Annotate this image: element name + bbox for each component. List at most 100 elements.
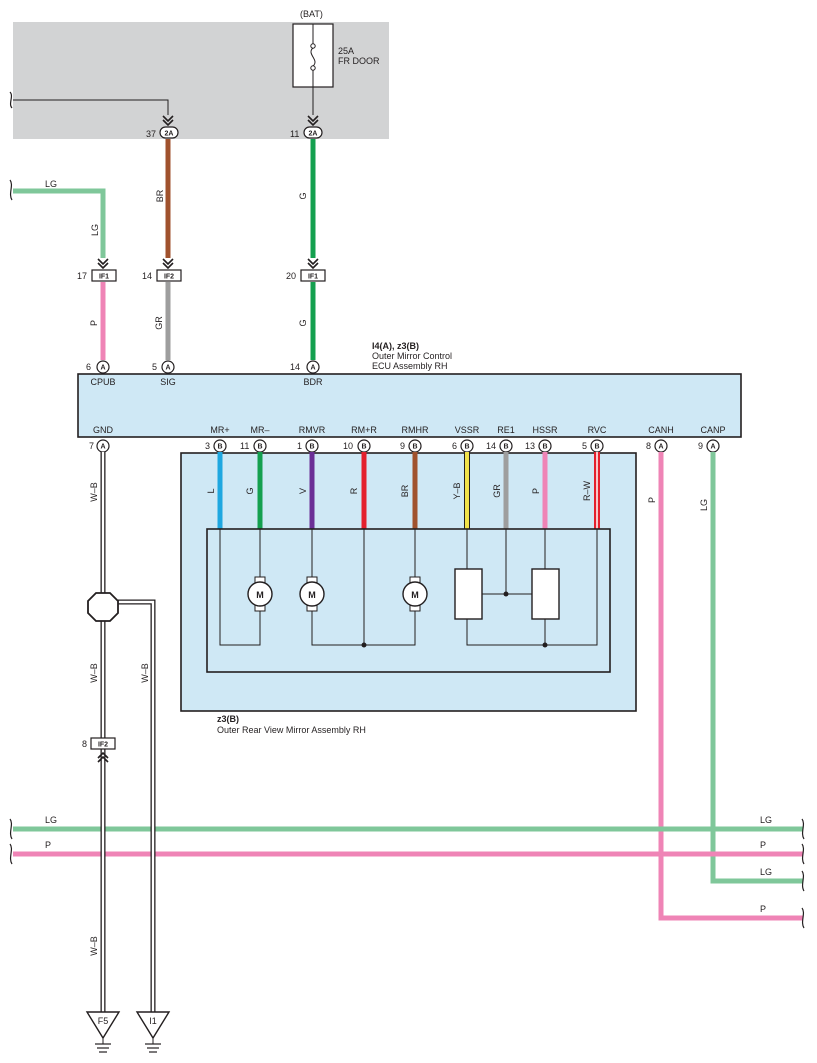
connector-id: IF2	[164, 274, 174, 281]
svg-text:BDR: BDR	[303, 377, 323, 387]
pin-conn: A	[710, 444, 715, 451]
wire-color-label: P	[760, 904, 766, 914]
fuse-icon	[310, 24, 316, 115]
svg-text:I1: I1	[149, 1016, 157, 1026]
svg-text:14: 14	[290, 362, 300, 372]
wire-canh	[658, 452, 803, 921]
pin-conn: B	[412, 444, 417, 451]
wire-lg	[13, 188, 106, 258]
arrow-chevron-icon	[307, 258, 319, 269]
motor-icon: M	[402, 576, 428, 612]
svg-text:M: M	[256, 590, 264, 600]
wire-color-label: R–W	[582, 480, 592, 501]
motor-icon: M	[247, 576, 273, 612]
svg-text:F5: F5	[98, 1016, 109, 1026]
wire-color-label: G	[245, 487, 255, 494]
svg-text:A: A	[165, 365, 170, 372]
connector-id: IF2	[98, 742, 108, 749]
bat-label: (BAT)	[300, 9, 323, 19]
pin-number: 10	[343, 441, 353, 451]
connector-id: 2A	[309, 131, 318, 138]
wire-color-label: W–B	[89, 663, 99, 683]
wire-canp	[710, 452, 803, 884]
ecu-top-pin: A 6 CPUB	[86, 360, 116, 387]
pin-number: 8	[646, 441, 651, 451]
wire-break-mark	[9, 179, 13, 201]
wire-color-label: W–B	[140, 663, 150, 683]
ecu-top-pin: A 5 SIG	[152, 360, 176, 387]
arrow-chevron-icon	[162, 258, 174, 269]
wire-color-label: LG	[90, 224, 100, 236]
pin-name: CANH	[648, 425, 674, 435]
wire-color-label: P	[760, 840, 766, 850]
svg-text:CPUB: CPUB	[90, 377, 115, 387]
wire-color-label: LG	[760, 815, 772, 825]
wire-color-label: GR	[154, 316, 164, 330]
junction-connector	[156, 269, 182, 282]
svg-text:5: 5	[152, 362, 157, 372]
pin-name: RVC	[588, 425, 607, 435]
connector-badge	[303, 126, 323, 139]
junction-connector	[300, 269, 326, 282]
wire-break-mark	[9, 91, 13, 109]
connector-badge	[159, 126, 179, 139]
pin-number: 17	[77, 271, 87, 281]
ecu-name-line2: ECU Assembly RH	[372, 361, 448, 371]
wire-color-label: P	[45, 840, 51, 850]
wire-color-label: R	[349, 487, 359, 494]
pin-number: 14	[486, 441, 496, 451]
pin-number: 14	[142, 271, 152, 281]
wire-color-label: P	[647, 497, 657, 503]
pin-name: RMHR	[402, 425, 429, 435]
ecu-connector-ref: I4(A), z3(B)	[372, 341, 419, 351]
pin-number: 9	[698, 441, 703, 451]
pin-conn: B	[309, 444, 314, 451]
ecu-bottom-pins: GND A 7 MR+ B 3 MR– B 11 RMVR B 1 RM+R B…	[89, 425, 726, 453]
wire-break-marks	[9, 818, 805, 929]
pin-number: 11	[290, 129, 299, 139]
pin-name: RMVR	[299, 425, 326, 435]
pin-conn: B	[594, 444, 599, 451]
pin-conn: B	[361, 444, 366, 451]
pin-name: HSSR	[532, 425, 558, 435]
svg-text:M: M	[308, 590, 316, 600]
sensor-box-right	[531, 568, 560, 620]
connector-id: IF1	[99, 274, 109, 281]
pin-number: 9	[400, 441, 405, 451]
ecu-top-pin: A 14 BDR	[290, 360, 323, 387]
pin-conn: B	[464, 444, 469, 451]
pin-name: RE1	[497, 425, 515, 435]
junction-dots	[361, 591, 548, 648]
pin-name: MR–	[250, 425, 269, 435]
pin-conn: B	[217, 444, 222, 451]
svg-text:6: 6	[86, 362, 91, 372]
wire-color-label: L	[206, 488, 216, 493]
ground-icon: I1	[135, 1011, 171, 1053]
wire-color-label: LG	[45, 179, 57, 189]
pin-name: GND	[93, 425, 114, 435]
ecu-name-line1: Outer Mirror Control	[372, 351, 452, 361]
wire-color-label: G	[298, 192, 308, 199]
pin-conn: A	[658, 444, 663, 451]
connector-id: IF1	[308, 274, 318, 281]
wire-color-label: W–B	[89, 482, 99, 502]
pin-conn: A	[100, 444, 105, 451]
pin-number: 11	[240, 441, 249, 451]
mirror-circuit-frame	[206, 528, 611, 673]
pin-number: 13	[525, 441, 535, 451]
svg-text:A: A	[100, 365, 105, 372]
pin-name: RM+R	[351, 425, 377, 435]
pin-name: MR+	[210, 425, 229, 435]
pin-name: CANP	[700, 425, 725, 435]
wire-color-label: LG	[760, 867, 772, 877]
mirror-name: Outer Rear View Mirror Assembly RH	[217, 725, 366, 735]
pin-number: 20	[286, 271, 296, 281]
fuse-name: FR DOOR	[338, 56, 380, 66]
pin-name: VSSR	[455, 425, 480, 435]
wire-color-label: BR	[155, 189, 165, 202]
wire-color-label: V	[298, 488, 308, 494]
wire-color-label: GR	[492, 484, 502, 498]
mirror-connector-ref: z3(B)	[217, 714, 239, 724]
